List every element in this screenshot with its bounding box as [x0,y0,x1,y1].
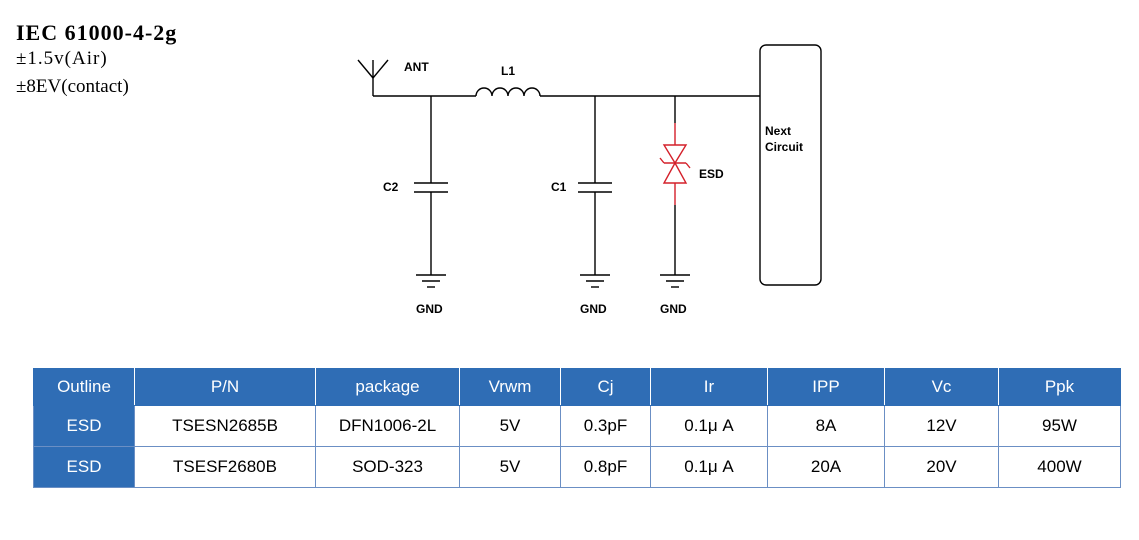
col-header-outline: Outline [33,368,135,406]
col-header-ppk: Ppk [998,368,1121,406]
esd-spec-table: Outline P/N package Vrwm Cj Ir IPP Vc Pp… [33,368,1121,488]
cell-pn: TSESN2685B [134,405,316,447]
cell-pn: TSESF2680B [134,446,316,488]
cell-outline: ESD [33,405,135,447]
c2-label: C2 [383,180,399,194]
next-circuit-label-2: Circuit [765,140,803,154]
cell-cj: 0.8pF [560,446,651,488]
inductor-label: L1 [501,64,515,78]
gnd-label-1: GND [416,302,443,316]
cell-vrwm: 5V [459,405,561,447]
contact-discharge-level: ±8EV(contact) [16,76,129,97]
capacitor-c2 [414,96,448,275]
cell-package: SOD-323 [315,446,460,488]
cell-cj: 0.3pF [560,405,651,447]
standard-title: IEC 61000-4-2g [16,20,178,45]
next-circuit-label-1: Next [765,124,791,138]
cell-vc: 20V [884,446,999,488]
esd-tvs-diode-icon [659,123,691,205]
col-header-ir: Ir [650,368,768,406]
col-header-vrwm: Vrwm [459,368,561,406]
esd-label: ESD [699,167,724,181]
antenna-icon [357,59,389,96]
col-header-vc: Vc [884,368,999,406]
col-header-cj: Cj [560,368,651,406]
air-discharge-level: ±1.5v(Air) [16,48,108,69]
gnd-label-3: GND [660,302,687,316]
cell-outline: ESD [33,446,135,488]
cell-ipp: 8A [767,405,885,447]
ground-icon-2 [580,274,610,288]
cell-ppk: 400W [998,446,1121,488]
inductor-l1 [475,87,541,97]
cell-vrwm: 5V [459,446,561,488]
capacitor-c1 [578,96,612,275]
ground-icon-3 [660,274,690,288]
cell-ir: 0.1μ A [650,446,768,488]
table-header-row: Outline P/N package Vrwm Cj Ir IPP Vc Pp… [33,368,1121,406]
col-header-ipp: IPP [767,368,885,406]
col-header-package: package [315,368,460,406]
cell-vc: 12V [884,405,999,447]
gnd-label-2: GND [580,302,607,316]
col-header-pn: P/N [134,368,316,406]
cell-ipp: 20A [767,446,885,488]
cell-package: DFN1006-2L [315,405,460,447]
c1-label: C1 [551,180,567,194]
circuit-schematic: ANT L1 C2 C1 ESD Next Circuit GND GND GN… [357,44,822,316]
next-circuit-box [759,44,822,286]
antenna-label: ANT [404,60,429,74]
table-row: ESD TSESN2685B DFN1006-2L 5V 0.3pF 0.1μ … [33,405,1121,447]
ground-icon-1 [416,274,446,288]
cell-ir: 0.1μ A [650,405,768,447]
table-row: ESD TSESF2680B SOD-323 5V 0.8pF 0.1μ A 2… [33,446,1121,488]
cell-ppk: 95W [998,405,1121,447]
